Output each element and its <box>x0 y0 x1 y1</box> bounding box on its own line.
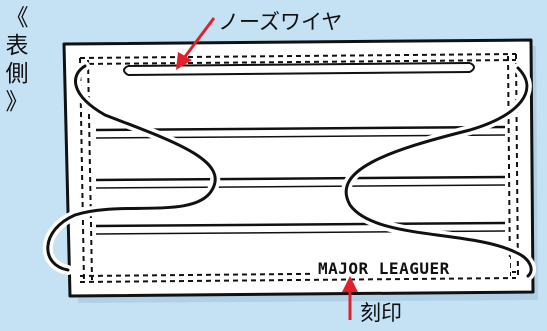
nose-wire-arrow <box>176 17 216 70</box>
pleat-2 <box>95 175 506 182</box>
side-label-close-bracket: 》 <box>5 89 29 115</box>
nose-wire-label: ノーズワイヤ <box>218 10 343 34</box>
side-label-char-side: 側 <box>5 61 29 87</box>
side-label-char-front: 表 <box>5 33 29 59</box>
stamp-area <box>314 257 510 277</box>
imprint-arrow <box>342 276 358 320</box>
imprint-label: 刻印 <box>360 301 402 325</box>
left-ear-loop-outline <box>46 64 217 272</box>
side-label-open-bracket: 《 <box>5 5 29 31</box>
pleat-1 <box>95 125 506 132</box>
nose-wire <box>123 62 475 76</box>
pleat-2-shade <box>95 184 506 189</box>
imprint-stamp-text: MAJOR LEAGUER <box>318 259 450 278</box>
side-label: 《 表 側 》 <box>2 4 32 116</box>
pleat-3 <box>95 221 506 228</box>
right-ear-loop-outline <box>344 66 533 278</box>
